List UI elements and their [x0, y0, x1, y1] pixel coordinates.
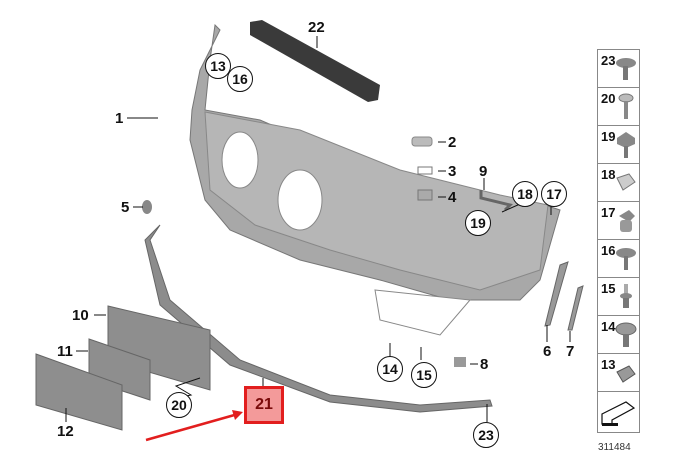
part-22-shape [250, 20, 380, 102]
callout-20[interactable]: 20 [166, 392, 192, 418]
callout-9[interactable]: 9 [479, 163, 488, 180]
callout-21-highlighted[interactable]: 21 [244, 386, 284, 424]
callout-6[interactable]: 6 [543, 343, 552, 360]
callout-1[interactable]: 1 [115, 110, 124, 127]
legend-front-direction [598, 392, 639, 432]
legend-item-19[interactable]: 19 [598, 126, 639, 164]
callout-8[interactable]: 8 [480, 356, 489, 373]
highlight-arrow [145, 412, 239, 442]
callout-15[interactable]: 15 [411, 362, 437, 388]
part-12-shape [35, 353, 123, 431]
callout-17[interactable]: 17 [541, 181, 567, 207]
expanding-nut-icon [619, 210, 635, 232]
phillips-screw-icon [618, 93, 634, 119]
callout-5[interactable]: 5 [121, 199, 130, 216]
rivet-icon [620, 284, 632, 308]
callout-7[interactable]: 7 [566, 343, 575, 360]
part-10-shape [107, 305, 211, 391]
front-direction-arrow-icon [601, 401, 636, 426]
legend-item-18[interactable]: 18 [598, 164, 639, 202]
legend-item-17[interactable]: 17 [598, 202, 639, 240]
legend-item-23[interactable]: 23 [598, 50, 639, 88]
callout-18[interactable]: 18 [512, 181, 538, 207]
phillips-washer-screw-icon [615, 322, 637, 347]
legend-item-13[interactable]: 13 [598, 354, 639, 392]
callout-3[interactable]: 3 [448, 163, 457, 180]
callout-2[interactable]: 2 [448, 134, 457, 151]
clip-nut-icon [616, 365, 636, 383]
diagram-id: 311484 [598, 442, 631, 453]
callout-13[interactable]: 13 [205, 53, 231, 79]
callout-16[interactable]: 16 [227, 66, 253, 92]
legend-item-14[interactable]: 14 [598, 316, 639, 354]
hex-screw-icon [617, 132, 635, 158]
legend-item-20[interactable]: 20 [598, 88, 639, 126]
legend-item-15[interactable]: 15 [598, 278, 639, 316]
screw-with-washer-icon [616, 58, 636, 80]
legend-item-16[interactable]: 16 [598, 240, 639, 278]
callout-19[interactable]: 19 [465, 210, 491, 236]
callout-23[interactable]: 23 [473, 422, 499, 448]
screw-with-washer-icon [616, 248, 636, 270]
callout-12[interactable]: 12 [57, 423, 74, 440]
callout-14[interactable]: 14 [377, 356, 403, 382]
fastener-legend: 23 20 19 18 17 16 15 14 13 [597, 49, 640, 433]
callout-10[interactable]: 10 [72, 307, 89, 324]
spring-nut-clip-icon [616, 173, 636, 191]
callout-4[interactable]: 4 [448, 189, 457, 206]
callout-22[interactable]: 22 [308, 19, 325, 36]
callout-11[interactable]: 11 [57, 343, 73, 360]
